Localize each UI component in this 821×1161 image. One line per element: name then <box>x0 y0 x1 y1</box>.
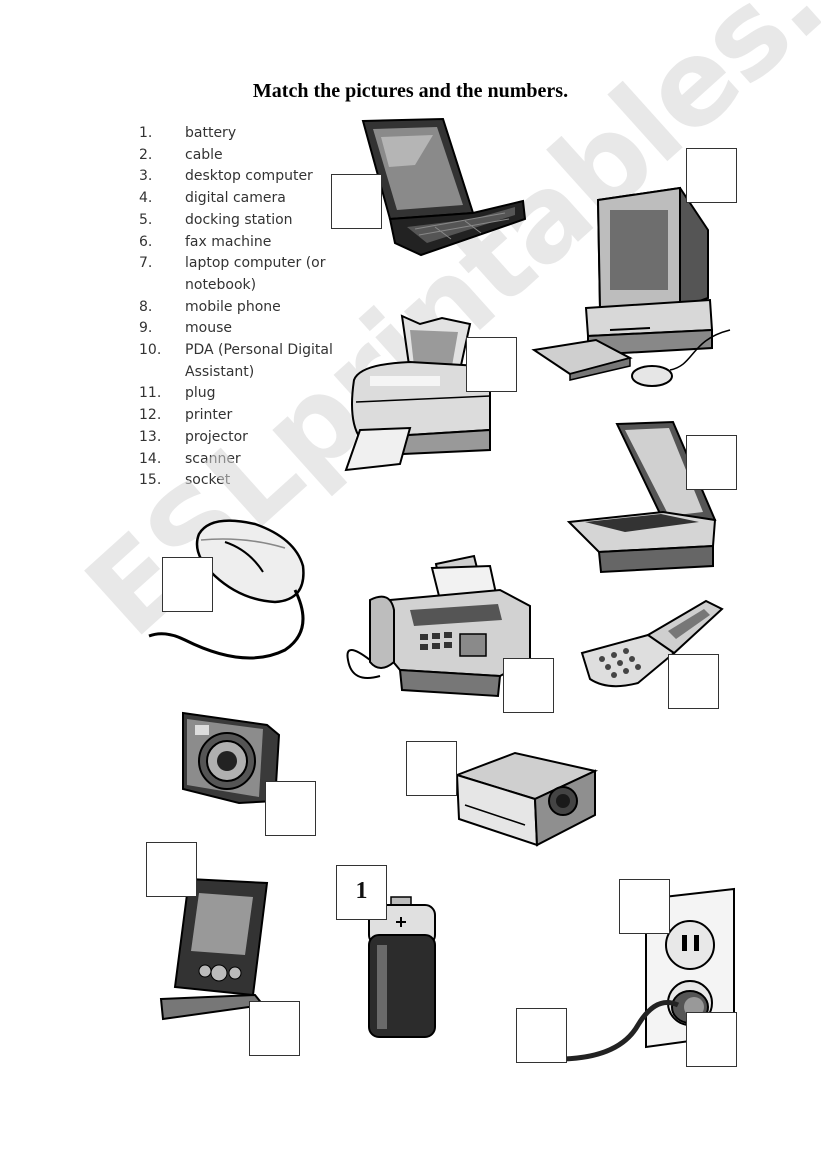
printer-icon <box>344 314 492 472</box>
answer-box-plug[interactable] <box>686 1012 737 1067</box>
socket-icon <box>645 887 735 1049</box>
desktop-computer-icon <box>531 186 731 387</box>
list-item: 9.mouse <box>139 320 232 337</box>
vocabulary-list: 1.battery 2.cable 3.desktop computer 4.d… <box>139 123 335 492</box>
answer-box-printer[interactable] <box>466 337 517 392</box>
answer-box-mouse[interactable] <box>162 557 213 612</box>
answer-box-fax[interactable] <box>503 658 554 713</box>
list-item: 5.docking station <box>139 211 293 228</box>
list-item: 7.laptop computer (or notebook) <box>139 255 326 293</box>
list-item: 14.scanner <box>139 450 241 467</box>
mobile-phone-icon <box>580 599 724 688</box>
list-item: 6.fax machine <box>139 233 272 250</box>
digital-camera-icon <box>182 711 281 805</box>
list-item: 11.plug <box>139 385 216 402</box>
pda-icon <box>159 877 269 1021</box>
list-item: 15.socket <box>139 472 231 489</box>
answer-box-cable[interactable] <box>516 1008 567 1063</box>
answer-box-scanner[interactable] <box>686 435 737 490</box>
answer-box-battery: 1 <box>336 865 387 920</box>
answer-box-desktop[interactable] <box>686 148 737 203</box>
list-item: 2.cable <box>139 146 223 163</box>
answer-box-socket[interactable] <box>619 879 670 934</box>
answer-box-camera[interactable] <box>265 781 316 836</box>
answer-box-laptop[interactable] <box>331 174 382 229</box>
list-item: 10.PDA (Personal Digital Assistant) <box>139 342 333 380</box>
example-answer: 1 <box>355 878 368 904</box>
list-item: 1.battery <box>139 125 237 141</box>
answer-box-pda-top[interactable] <box>146 842 197 897</box>
scanner-icon <box>566 420 717 574</box>
laptop-icon <box>361 117 527 257</box>
answer-box-pda[interactable] <box>249 1001 300 1056</box>
list-item: 8.mobile phone <box>139 298 281 315</box>
projector-icon <box>453 751 599 847</box>
plug-icon <box>563 990 709 1062</box>
list-item: 13.projector <box>139 428 248 445</box>
mouse-icon <box>148 519 305 660</box>
answer-box-projector[interactable] <box>406 741 457 796</box>
page-title: Match the pictures and the numbers. <box>252 80 569 102</box>
list-item: 12.printer <box>139 407 233 424</box>
fax-machine-icon <box>346 554 531 698</box>
list-item: 4.digital camera <box>139 190 286 207</box>
list-item: 3.desktop computer <box>139 168 313 185</box>
answer-box-mobile[interactable] <box>668 654 719 709</box>
